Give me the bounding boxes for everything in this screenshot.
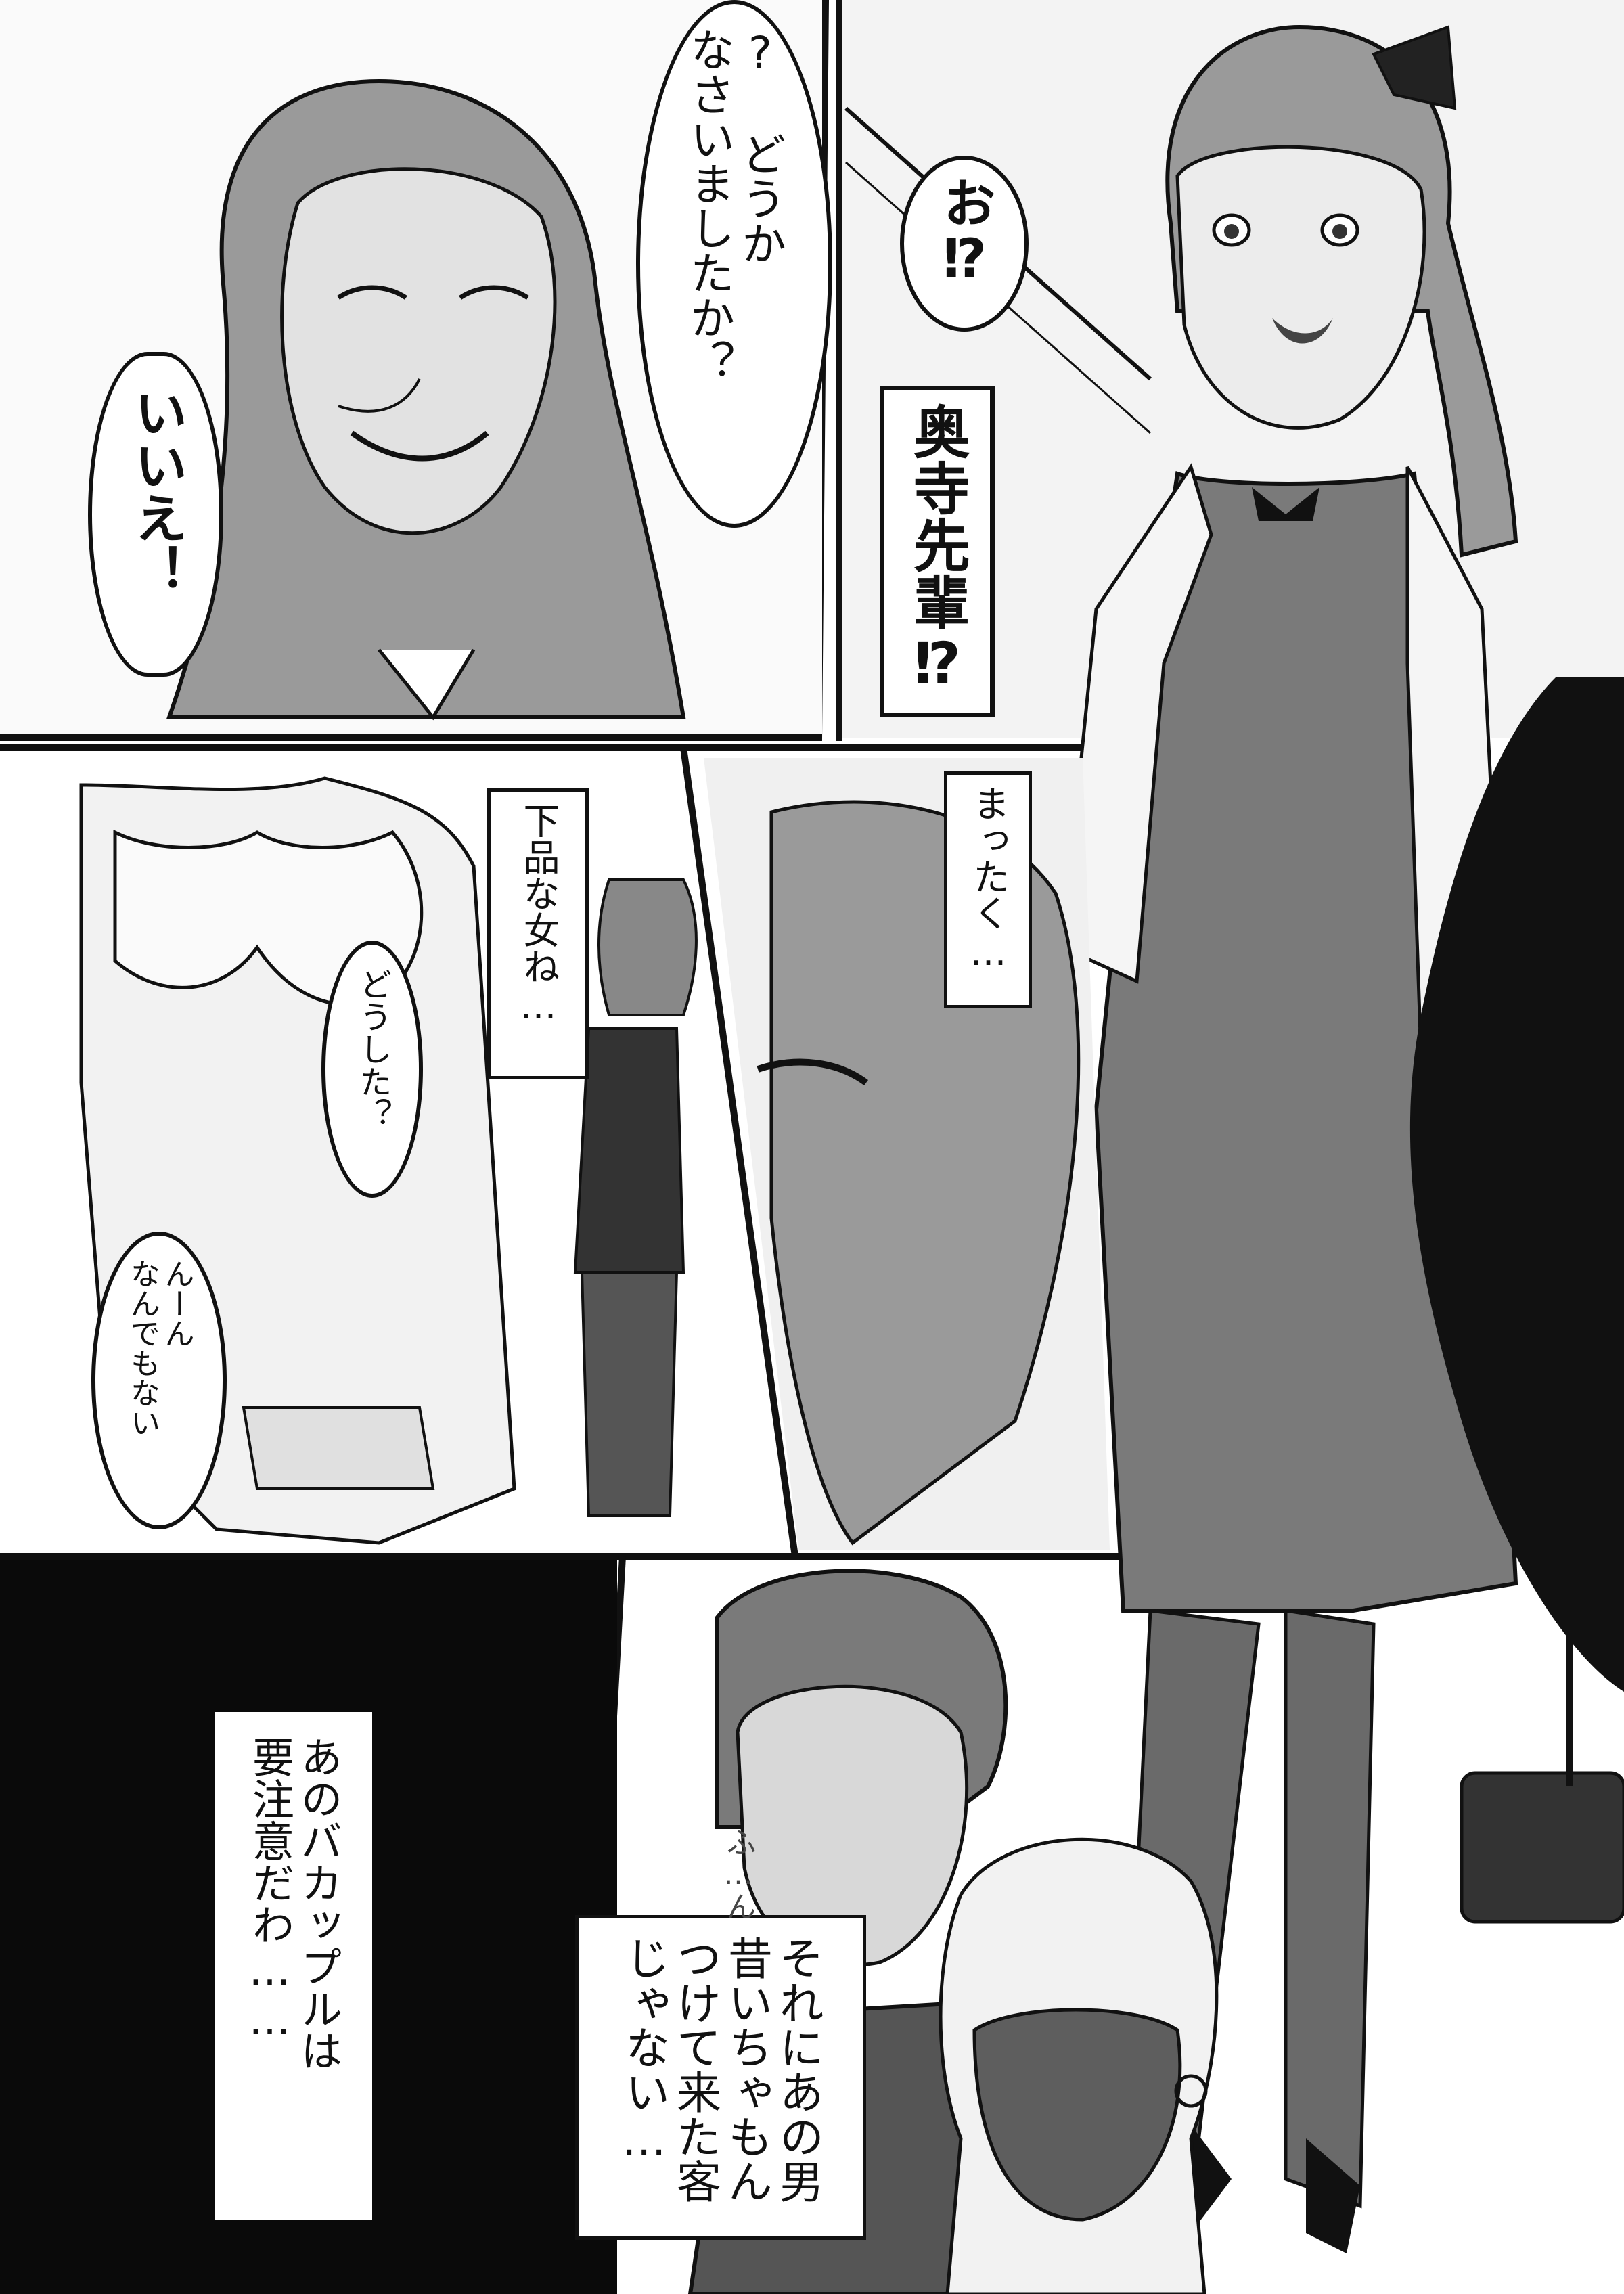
caption-text-bakappuru: あのバカップルは 要注意だわ…… bbox=[245, 1736, 343, 2071]
caption-okudera-senpai: 奥寺先輩⁉ bbox=[880, 386, 995, 717]
speech-text-doushita: どうした？ bbox=[353, 968, 392, 1130]
panel-4-art bbox=[704, 758, 1110, 1550]
caption-text-gehin-na-onna: 下品な女ね… bbox=[517, 802, 560, 1027]
speech-bubble-doushita: どうした？ bbox=[321, 941, 423, 1198]
speech-bubble-nanndemonai: んーん なんでもない bbox=[91, 1232, 227, 1529]
speech-text-iie: いいえ！ bbox=[125, 386, 187, 597]
speech-text-o: お⁉ bbox=[934, 176, 995, 290]
speech-bubble-dousaremashitaka: ? どうか なさいましたか？ bbox=[636, 0, 832, 528]
speech-bubble-o: お⁉ bbox=[900, 156, 1029, 332]
speech-bubble-iie: いいえ！ bbox=[88, 352, 223, 677]
standing-woman-art bbox=[1060, 463, 1518, 2253]
caption-bakappuru: あのバカップルは 要注意だわ…… bbox=[215, 1712, 372, 2220]
caption-mattaku: まったく… bbox=[944, 771, 1032, 1008]
caption-text-ano-otoko: それにあの男 昔いちゃもん つけて来た客 じゃない… bbox=[618, 1935, 824, 2203]
sfx-fun: ふ…ん bbox=[721, 1827, 756, 1921]
speech-text-nanndemonai: んーん なんでもない bbox=[125, 1259, 194, 1437]
speech-text-dousaremashitaka: ? どうか なさいましたか？ bbox=[683, 27, 786, 384]
caption-gehin-na-onna: 下品な女ね… bbox=[487, 788, 589, 1079]
caption-text-okudera-senpai: 奥寺先輩⁉ bbox=[904, 403, 971, 696]
caption-ano-otoko: それにあの男 昔いちゃもん つけて来た客 じゃない… bbox=[575, 1915, 866, 2240]
caption-text-mattaku: まったく… bbox=[967, 785, 1010, 974]
potted-plant-art bbox=[1409, 677, 1624, 1924]
